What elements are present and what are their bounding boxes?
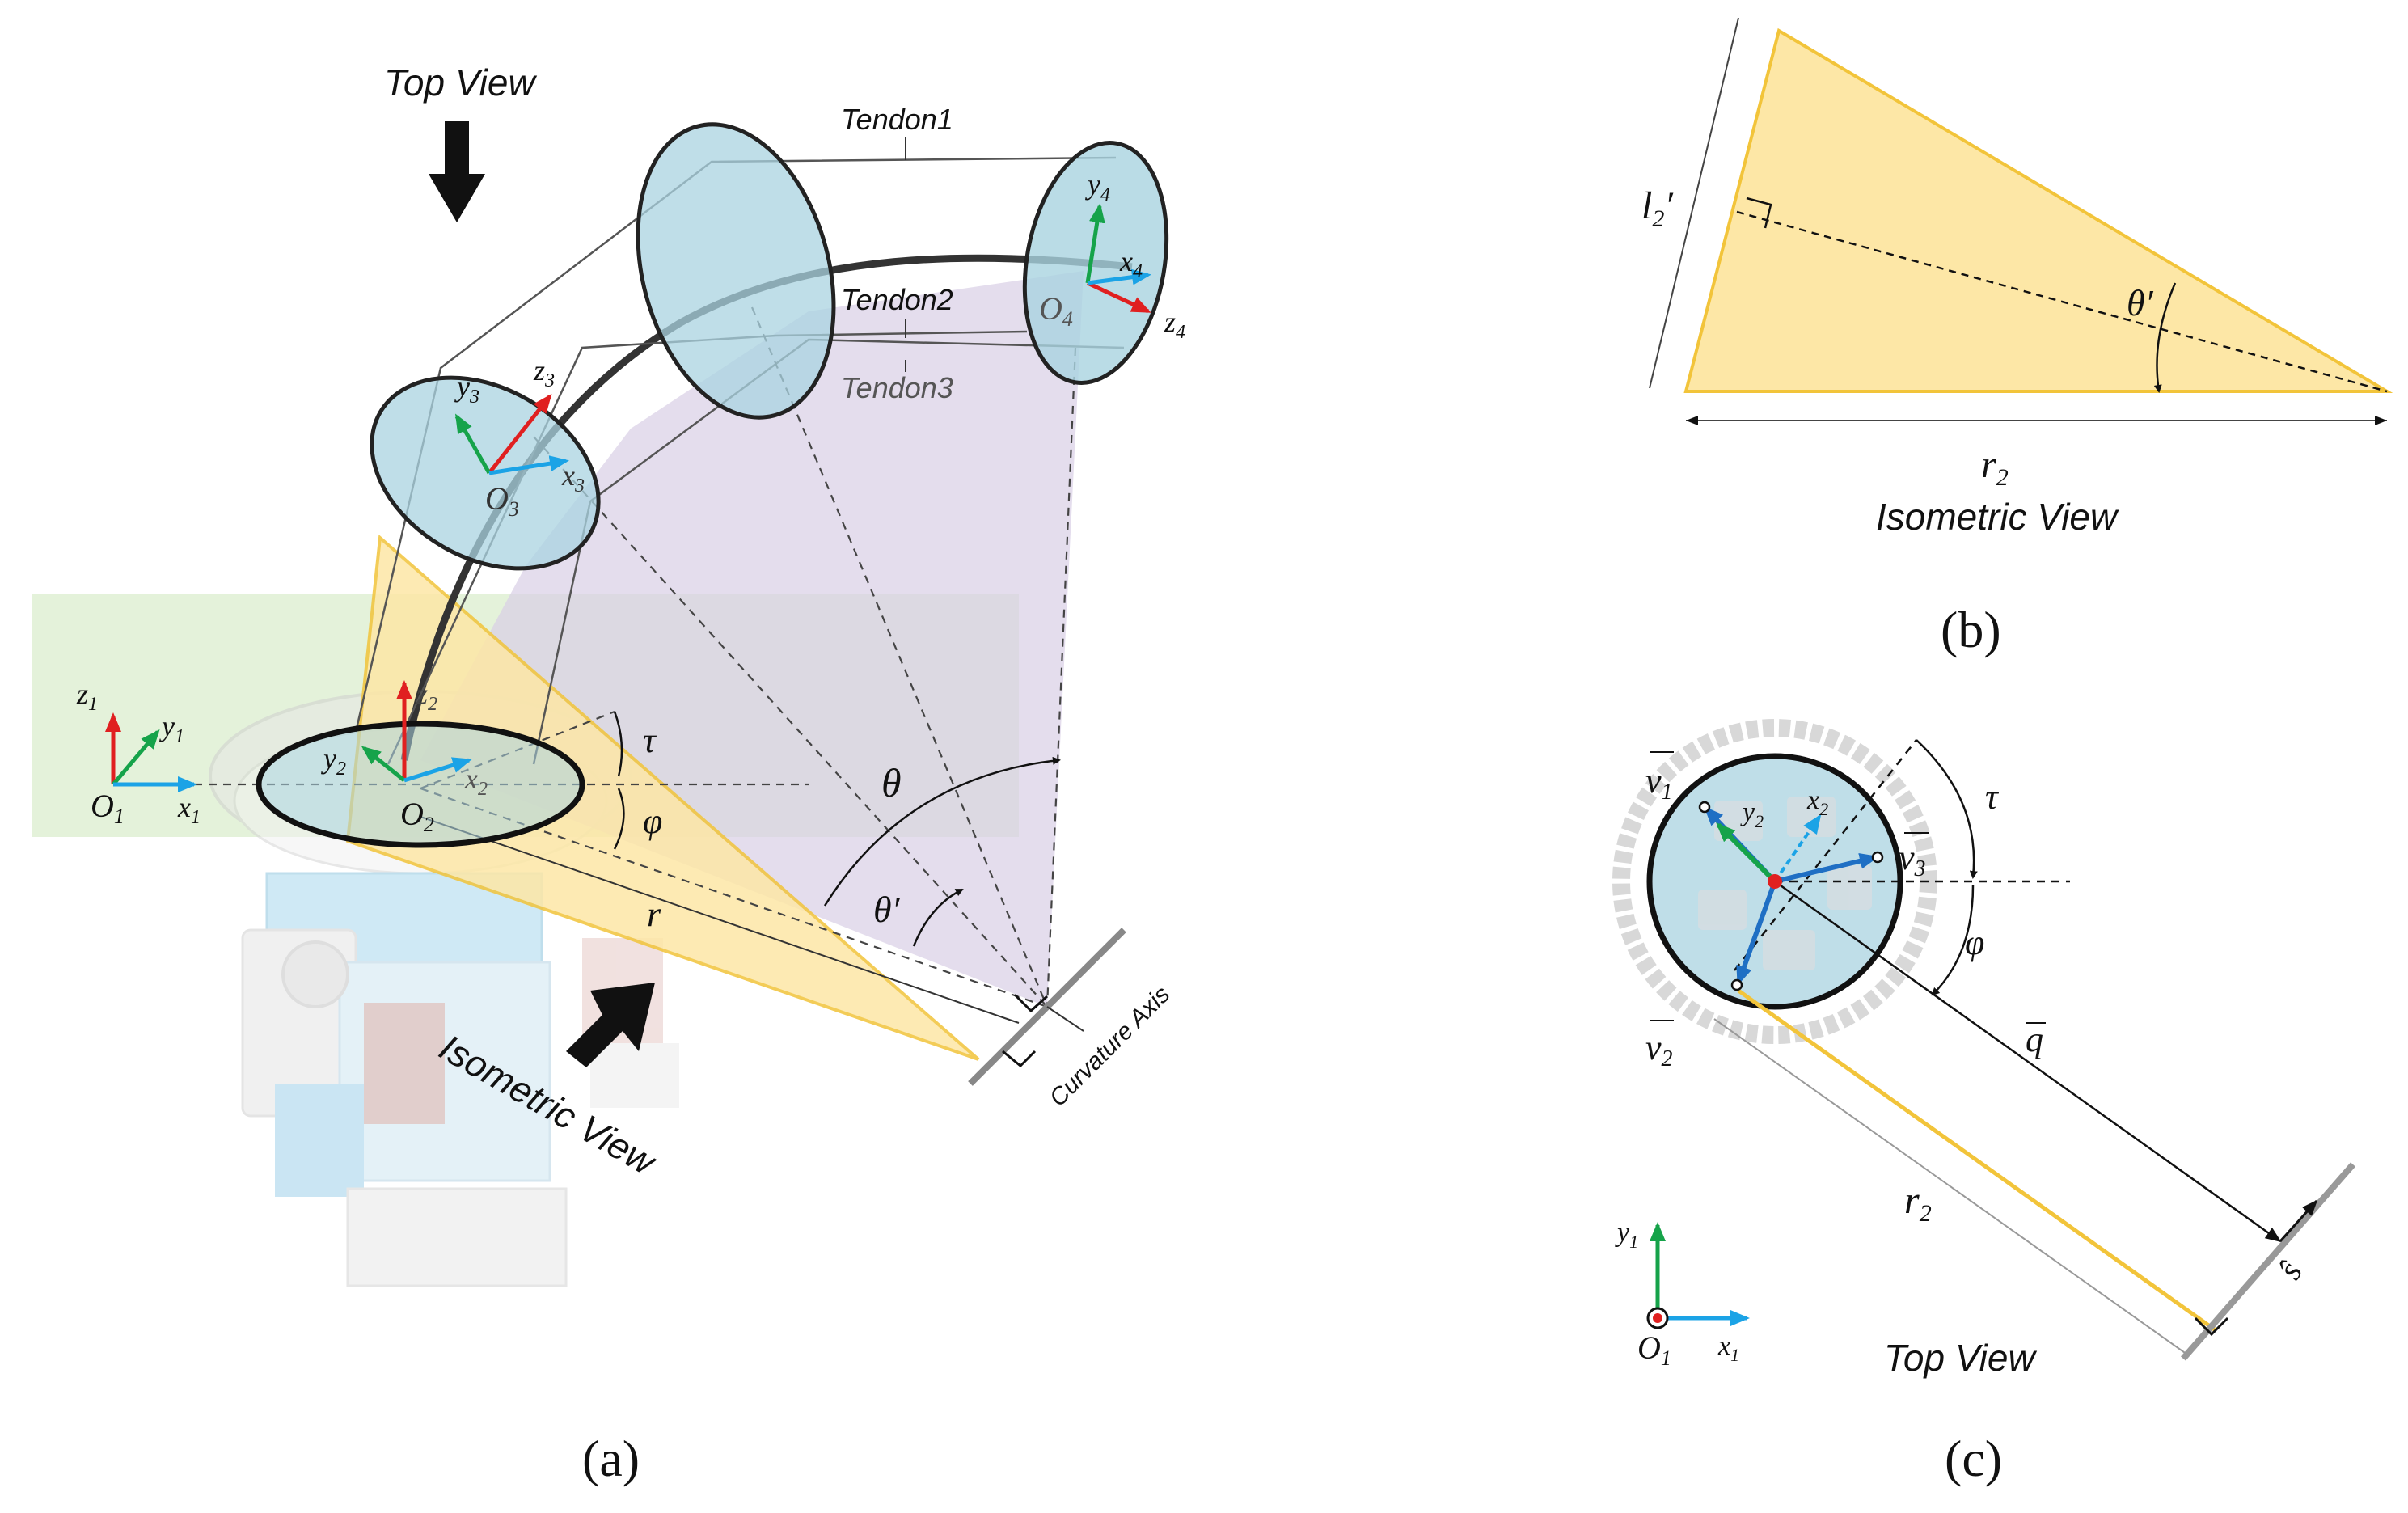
tendon-leaders [905, 137, 1084, 1032]
phi-arc-c [1931, 885, 1975, 996]
label-tendon1: Tendon1 [841, 103, 953, 136]
caption-c: (c) [1945, 1430, 2002, 1487]
label-x2-c: x2 [1806, 785, 1828, 819]
label-top-view: Top View [384, 61, 537, 104]
top-view-arrow [429, 121, 485, 222]
label-tendon3: Tendon3 [841, 371, 953, 404]
label-view-b: Isometric View [1876, 496, 2119, 538]
triangle-b-median [1736, 210, 2388, 393]
label-y2: y2 [321, 742, 346, 780]
l2-dimension [1649, 17, 1739, 389]
tau-arc-c [1916, 739, 1978, 879]
origin-c-dot [1653, 1313, 1662, 1323]
label-phi: φ [643, 801, 662, 841]
label-l2-prime: l2′ [1641, 184, 1674, 232]
label-view-c: Top View [1884, 1337, 2037, 1379]
v-overlines [1650, 751, 2046, 1024]
frame-4 [1085, 203, 1151, 314]
isometric-view-arrow [566, 983, 655, 1067]
label-r2-b: r2 [1981, 443, 2009, 491]
s-axis-line [2180, 1162, 2356, 1361]
label-v2: v2 [1645, 1028, 1673, 1071]
disk-3 [370, 375, 601, 571]
label-O2: O2 [400, 796, 434, 836]
label-phi-c: φ [1965, 923, 1984, 962]
caption-a: (a) [582, 1430, 640, 1487]
label-curvature-axis: Curvature Axis [1045, 981, 1176, 1112]
disk-base [256, 721, 585, 848]
label-y2-c: y2 [1740, 797, 1764, 831]
label-v3: v3 [1899, 838, 1926, 881]
label-tau-c: τ [1985, 777, 2000, 817]
right-angle-mark [1002, 1050, 1037, 1068]
label-tendon2: Tendon2 [841, 283, 953, 316]
triangle-b [1683, 27, 2393, 393]
panel-a: Top View Isometric View Tendon1 Tendon2 … [32, 61, 1185, 1487]
label-z2: z2 [416, 678, 437, 715]
label-z4: z4 [1164, 306, 1185, 343]
frame-1 [105, 712, 197, 792]
label-theta-prime-b: θ′ [2127, 282, 2154, 323]
theta-prime-arc-b [2153, 282, 2177, 393]
label-O1-c: O1 [1637, 1329, 1671, 1370]
label-z1: z1 [76, 678, 98, 715]
label-x3: x3 [561, 459, 585, 497]
disk-mid [636, 122, 836, 420]
label-x1: x1 [177, 791, 201, 828]
yellow-triangle [345, 534, 980, 1061]
label-r2-c: r2 [1904, 1179, 1932, 1227]
label-z3: z3 [533, 354, 555, 391]
label-v1: v1 [1645, 761, 1673, 805]
label-x1-c: x1 [1717, 1331, 1739, 1365]
label-x2: x2 [464, 763, 488, 800]
right-angle-mark-2 [1013, 993, 1049, 1013]
label-y4: y4 [1085, 168, 1110, 205]
panel-c: v1 v3 v2 y2 x2 τ φ q r2 ŝ y1 x1 O1 Top V… [1612, 719, 2356, 1487]
label-x4: x4 [1119, 245, 1143, 282]
y2-axis-c [1716, 822, 1777, 884]
label-y1-c: y1 [1615, 1218, 1638, 1252]
v-tips [1698, 801, 1884, 991]
q-vector [1774, 880, 2282, 1243]
phi-arc [613, 788, 625, 850]
r2-yellow-line [1737, 988, 2217, 1333]
theta-prime-arc [912, 888, 964, 947]
label-s-hat: ŝ [2271, 1255, 2310, 1286]
label-O3: O3 [485, 480, 519, 521]
x2-axis-c [1773, 814, 1822, 883]
disk-4 [1022, 141, 1169, 385]
label-r: r [647, 894, 661, 934]
frame-2 [361, 680, 472, 783]
center-point [1768, 874, 1782, 889]
label-O1: O1 [91, 788, 125, 828]
label-y1: y1 [159, 710, 184, 747]
theta-arc [823, 756, 1061, 907]
label-tau: τ [643, 721, 657, 760]
tau-ref [1734, 739, 1917, 971]
caption-b: (b) [1941, 601, 2001, 658]
r2-dimension-c [1713, 1018, 2188, 1355]
s-hat-vector [2279, 1199, 2318, 1243]
tau-arc [613, 711, 623, 777]
label-theta-prime: θ′ [873, 889, 901, 930]
label-q: q [2026, 1020, 2043, 1059]
right-angle-b [1746, 197, 1772, 229]
frame-3 [454, 393, 569, 475]
right-angle-c [2194, 1316, 2229, 1337]
r-dimension [420, 816, 1020, 1024]
label-O4: O4 [1039, 290, 1073, 331]
panel-b: l2′ θ′ r2 Isometric View (b) [1641, 17, 2393, 658]
label-y3: y3 [454, 370, 479, 408]
label-theta: θ [881, 760, 902, 805]
